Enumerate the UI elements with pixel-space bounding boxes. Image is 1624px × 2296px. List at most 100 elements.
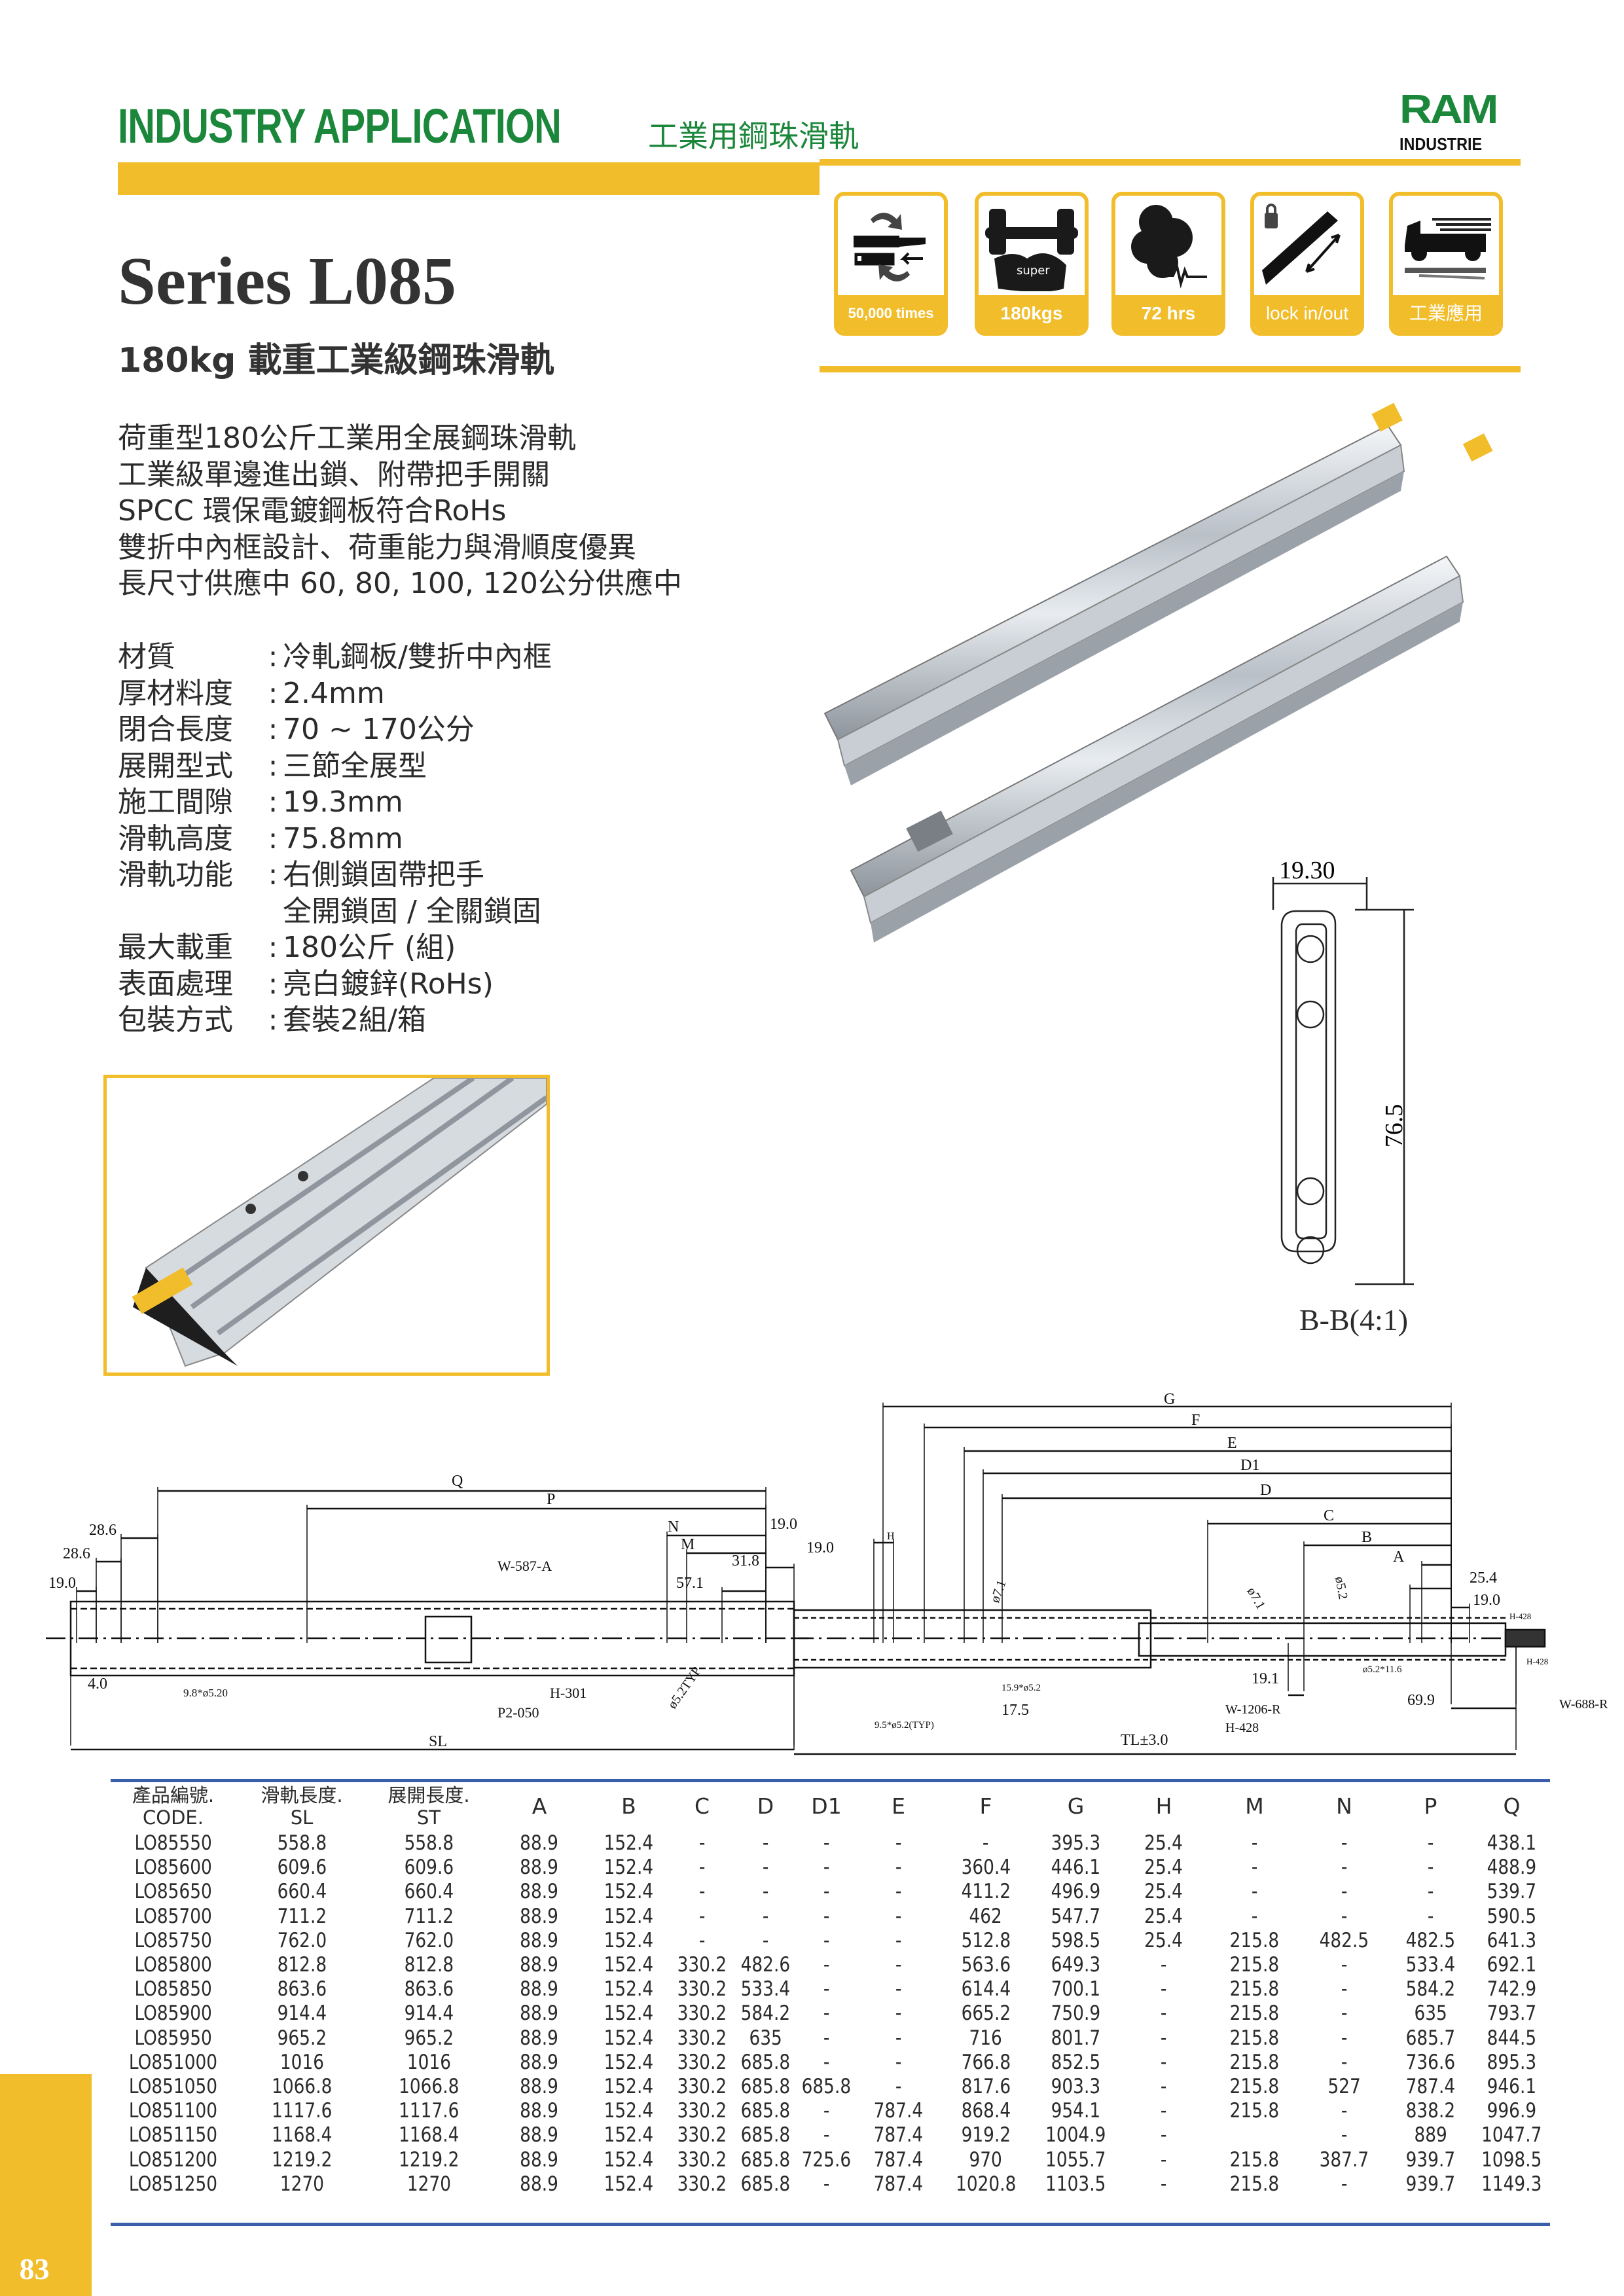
cell-value: - xyxy=(1341,1831,1348,1855)
part-h-428-bottom: H-428 xyxy=(1526,1657,1548,1666)
table-cell: 547.7 xyxy=(1032,1905,1119,1929)
table-cell: - xyxy=(795,2123,857,2147)
table-cell: LO85900 xyxy=(111,2001,236,2026)
feature-badge-cycles: 50,000 times xyxy=(834,192,948,336)
cell-value: - xyxy=(823,2050,830,2074)
cell-value: 787.4 xyxy=(1405,2075,1456,2099)
cell-value: - xyxy=(1341,1856,1348,1880)
dim-label-d: D xyxy=(1260,1482,1271,1499)
logo-sub: INDUSTRIE xyxy=(1399,134,1483,154)
cell-value: 527 xyxy=(1327,2075,1361,2099)
cell-value: 215.8 xyxy=(1229,2172,1280,2196)
table-cell: 152.4 xyxy=(589,1880,668,1904)
spec-separator: : xyxy=(268,1003,278,1037)
table-cell: 1066.8 xyxy=(236,2075,368,2099)
spec-row: 最大載重:180公斤 (組) xyxy=(118,929,552,966)
spec-separator: : xyxy=(268,858,278,891)
spec-key: 施工間隙 xyxy=(118,785,233,819)
cell-value: - xyxy=(823,2099,830,2123)
cell-value: 762.0 xyxy=(277,1928,327,1952)
cell-value: - xyxy=(762,1880,769,1904)
table-cell: 215.8 xyxy=(1208,1977,1301,2001)
spec-value: 19.3mm xyxy=(283,785,403,819)
cell-value: 482.5 xyxy=(1319,1928,1369,1952)
column-header-en: D xyxy=(757,1793,774,1819)
column-header: D1 xyxy=(795,1782,857,1831)
dim-label-tl: TL±3.0 xyxy=(1121,1732,1168,1749)
cell-value: 812.8 xyxy=(277,1953,327,1977)
cell-value: - xyxy=(823,1904,830,1928)
cell-value: LO851150 xyxy=(128,2123,218,2147)
cell-value: 914.4 xyxy=(277,2001,327,2026)
table-cell: 215.8 xyxy=(1208,2172,1301,2197)
lock-slide-icon xyxy=(1262,204,1341,285)
cell-value: - xyxy=(1341,2026,1348,2050)
cell-value: 462 xyxy=(969,1904,1003,1928)
spec-row: 展開型式:三節全展型 xyxy=(118,748,552,785)
table-cell: 635 xyxy=(736,2026,795,2051)
feature-label: 180kgs xyxy=(979,295,1085,332)
hole-typ: ø5.2TYP xyxy=(665,1664,704,1712)
cell-value: 1066.8 xyxy=(271,2075,333,2099)
spec-value: 三節全展型 xyxy=(283,749,427,783)
cell-value: 152.4 xyxy=(604,2123,654,2147)
spec-key: 包裝方式 xyxy=(118,1003,233,1037)
spec-value: 套裝2組/箱 xyxy=(283,1003,426,1037)
table-cell: 558.8 xyxy=(236,1831,368,1856)
table-cell: 895.3 xyxy=(1473,2051,1550,2075)
cell-value: - xyxy=(895,1928,902,1952)
table-cell: 88.9 xyxy=(490,2099,589,2123)
table-cell: 692.1 xyxy=(1473,1953,1550,1977)
table-cell: - xyxy=(1301,1880,1388,1904)
cell-value: - xyxy=(895,1953,902,1977)
column-header: N xyxy=(1301,1782,1388,1831)
column-header: P xyxy=(1388,1782,1473,1831)
table-cell: - xyxy=(1208,1831,1301,1856)
cell-value: - xyxy=(895,1831,902,1855)
table-cell: 1004.9 xyxy=(1032,2123,1119,2147)
spec-row: 材質:冷軋鋼板/雙折中內框 xyxy=(118,639,552,675)
cell-value: 889 xyxy=(1414,2123,1447,2147)
cell-value: 649.3 xyxy=(1051,1953,1101,1977)
feature-label: 工業應用 xyxy=(1393,295,1499,332)
cell-value: 563.6 xyxy=(961,1953,1011,1977)
table-cell: 496.9 xyxy=(1032,1880,1119,1904)
slide-rail-back xyxy=(823,403,1405,785)
cell-value: - xyxy=(698,1831,706,1855)
column-header: A xyxy=(490,1782,589,1831)
cell-value: 852.5 xyxy=(1051,2050,1101,2074)
cell-value: 152.4 xyxy=(604,2050,654,2074)
table-cell: 914.4 xyxy=(236,2001,368,2026)
cell-value: 330.2 xyxy=(677,1977,727,2001)
table-cell: 965.2 xyxy=(368,2026,490,2051)
table-cell: 641.3 xyxy=(1473,1929,1550,1953)
table-cell: 1103.5 xyxy=(1032,2172,1119,2197)
cell-value: 152.4 xyxy=(604,2075,654,2099)
table-cell: - xyxy=(736,1856,795,1880)
dim-28-6-b: 28.6 xyxy=(63,1545,90,1562)
cell-value: 1103.5 xyxy=(1045,2172,1106,2196)
cell-value: 330.2 xyxy=(677,2050,727,2074)
table-cell: - xyxy=(795,2172,857,2197)
table-cell: 939.7 xyxy=(1388,2148,1473,2172)
cell-value: - xyxy=(823,2026,830,2050)
cell-value: - xyxy=(983,1831,989,1855)
cell-value: 215.8 xyxy=(1229,1977,1280,2001)
cell-value: 1117.6 xyxy=(271,2099,333,2123)
feature-badge-industrial: 工業應用 xyxy=(1389,192,1503,336)
table-cell: 914.4 xyxy=(368,2001,490,2026)
table-cell: 685.7 xyxy=(1388,2026,1473,2051)
cell-value: - xyxy=(895,2075,902,2099)
cell-value: - xyxy=(895,1880,902,1904)
cell-value: LO85550 xyxy=(134,1831,212,1855)
cell-value: - xyxy=(1161,2075,1167,2099)
cell-value: 482.5 xyxy=(1405,1928,1456,1952)
table-cell: 996.9 xyxy=(1473,2099,1550,2123)
cell-value: - xyxy=(1161,2099,1167,2123)
spec-row: 厚材料度:2.4mm xyxy=(118,675,552,712)
column-header-zh: 展開長度. xyxy=(388,1784,470,1806)
cell-value: 787.4 xyxy=(873,2147,924,2172)
